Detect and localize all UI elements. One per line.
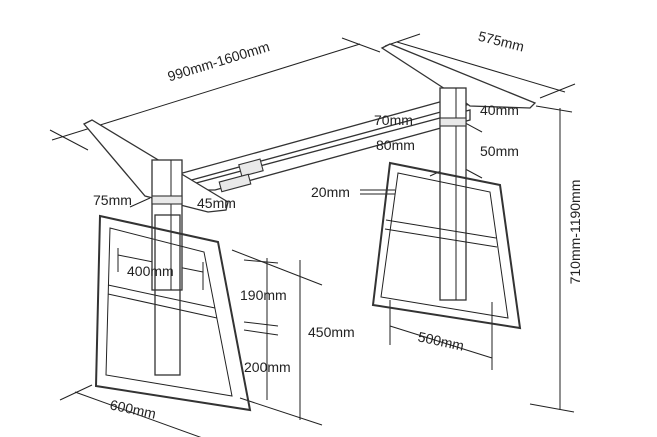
upper-column-width-label: 70mm — [374, 112, 413, 128]
dimension-lines — [49, 33, 576, 437]
foot-total-height-label: 450mm — [308, 324, 355, 340]
lower-column-depth-label: 50mm — [480, 143, 519, 159]
right-foot — [371, 161, 522, 330]
left-column-width-label: 75mm — [93, 192, 132, 208]
foot-lower-height-label: 200mm — [244, 359, 291, 375]
frame-depth-label: 575mm — [477, 28, 526, 55]
frame-width-label: 990mm-1600mm — [166, 38, 272, 84]
foot-tube-label: 20mm — [311, 184, 350, 200]
lower-column-width-label: 80mm — [376, 137, 415, 153]
upper-column-depth-label: 40mm — [480, 102, 519, 118]
foot-upper-height-label: 190mm — [240, 287, 287, 303]
foot-inner-width-label: 400mm — [127, 263, 174, 279]
foot-base-depth-label: 500mm — [417, 328, 466, 353]
left-column — [151, 159, 183, 291]
crossbeam — [148, 94, 471, 193]
left-column-depth-label: 45mm — [197, 195, 236, 211]
height-range-label: 710mm-1190mm — [567, 180, 583, 285]
foot-base-width-label: 600mm — [109, 396, 158, 421]
left-foot — [94, 214, 252, 412]
right-column — [439, 87, 467, 301]
